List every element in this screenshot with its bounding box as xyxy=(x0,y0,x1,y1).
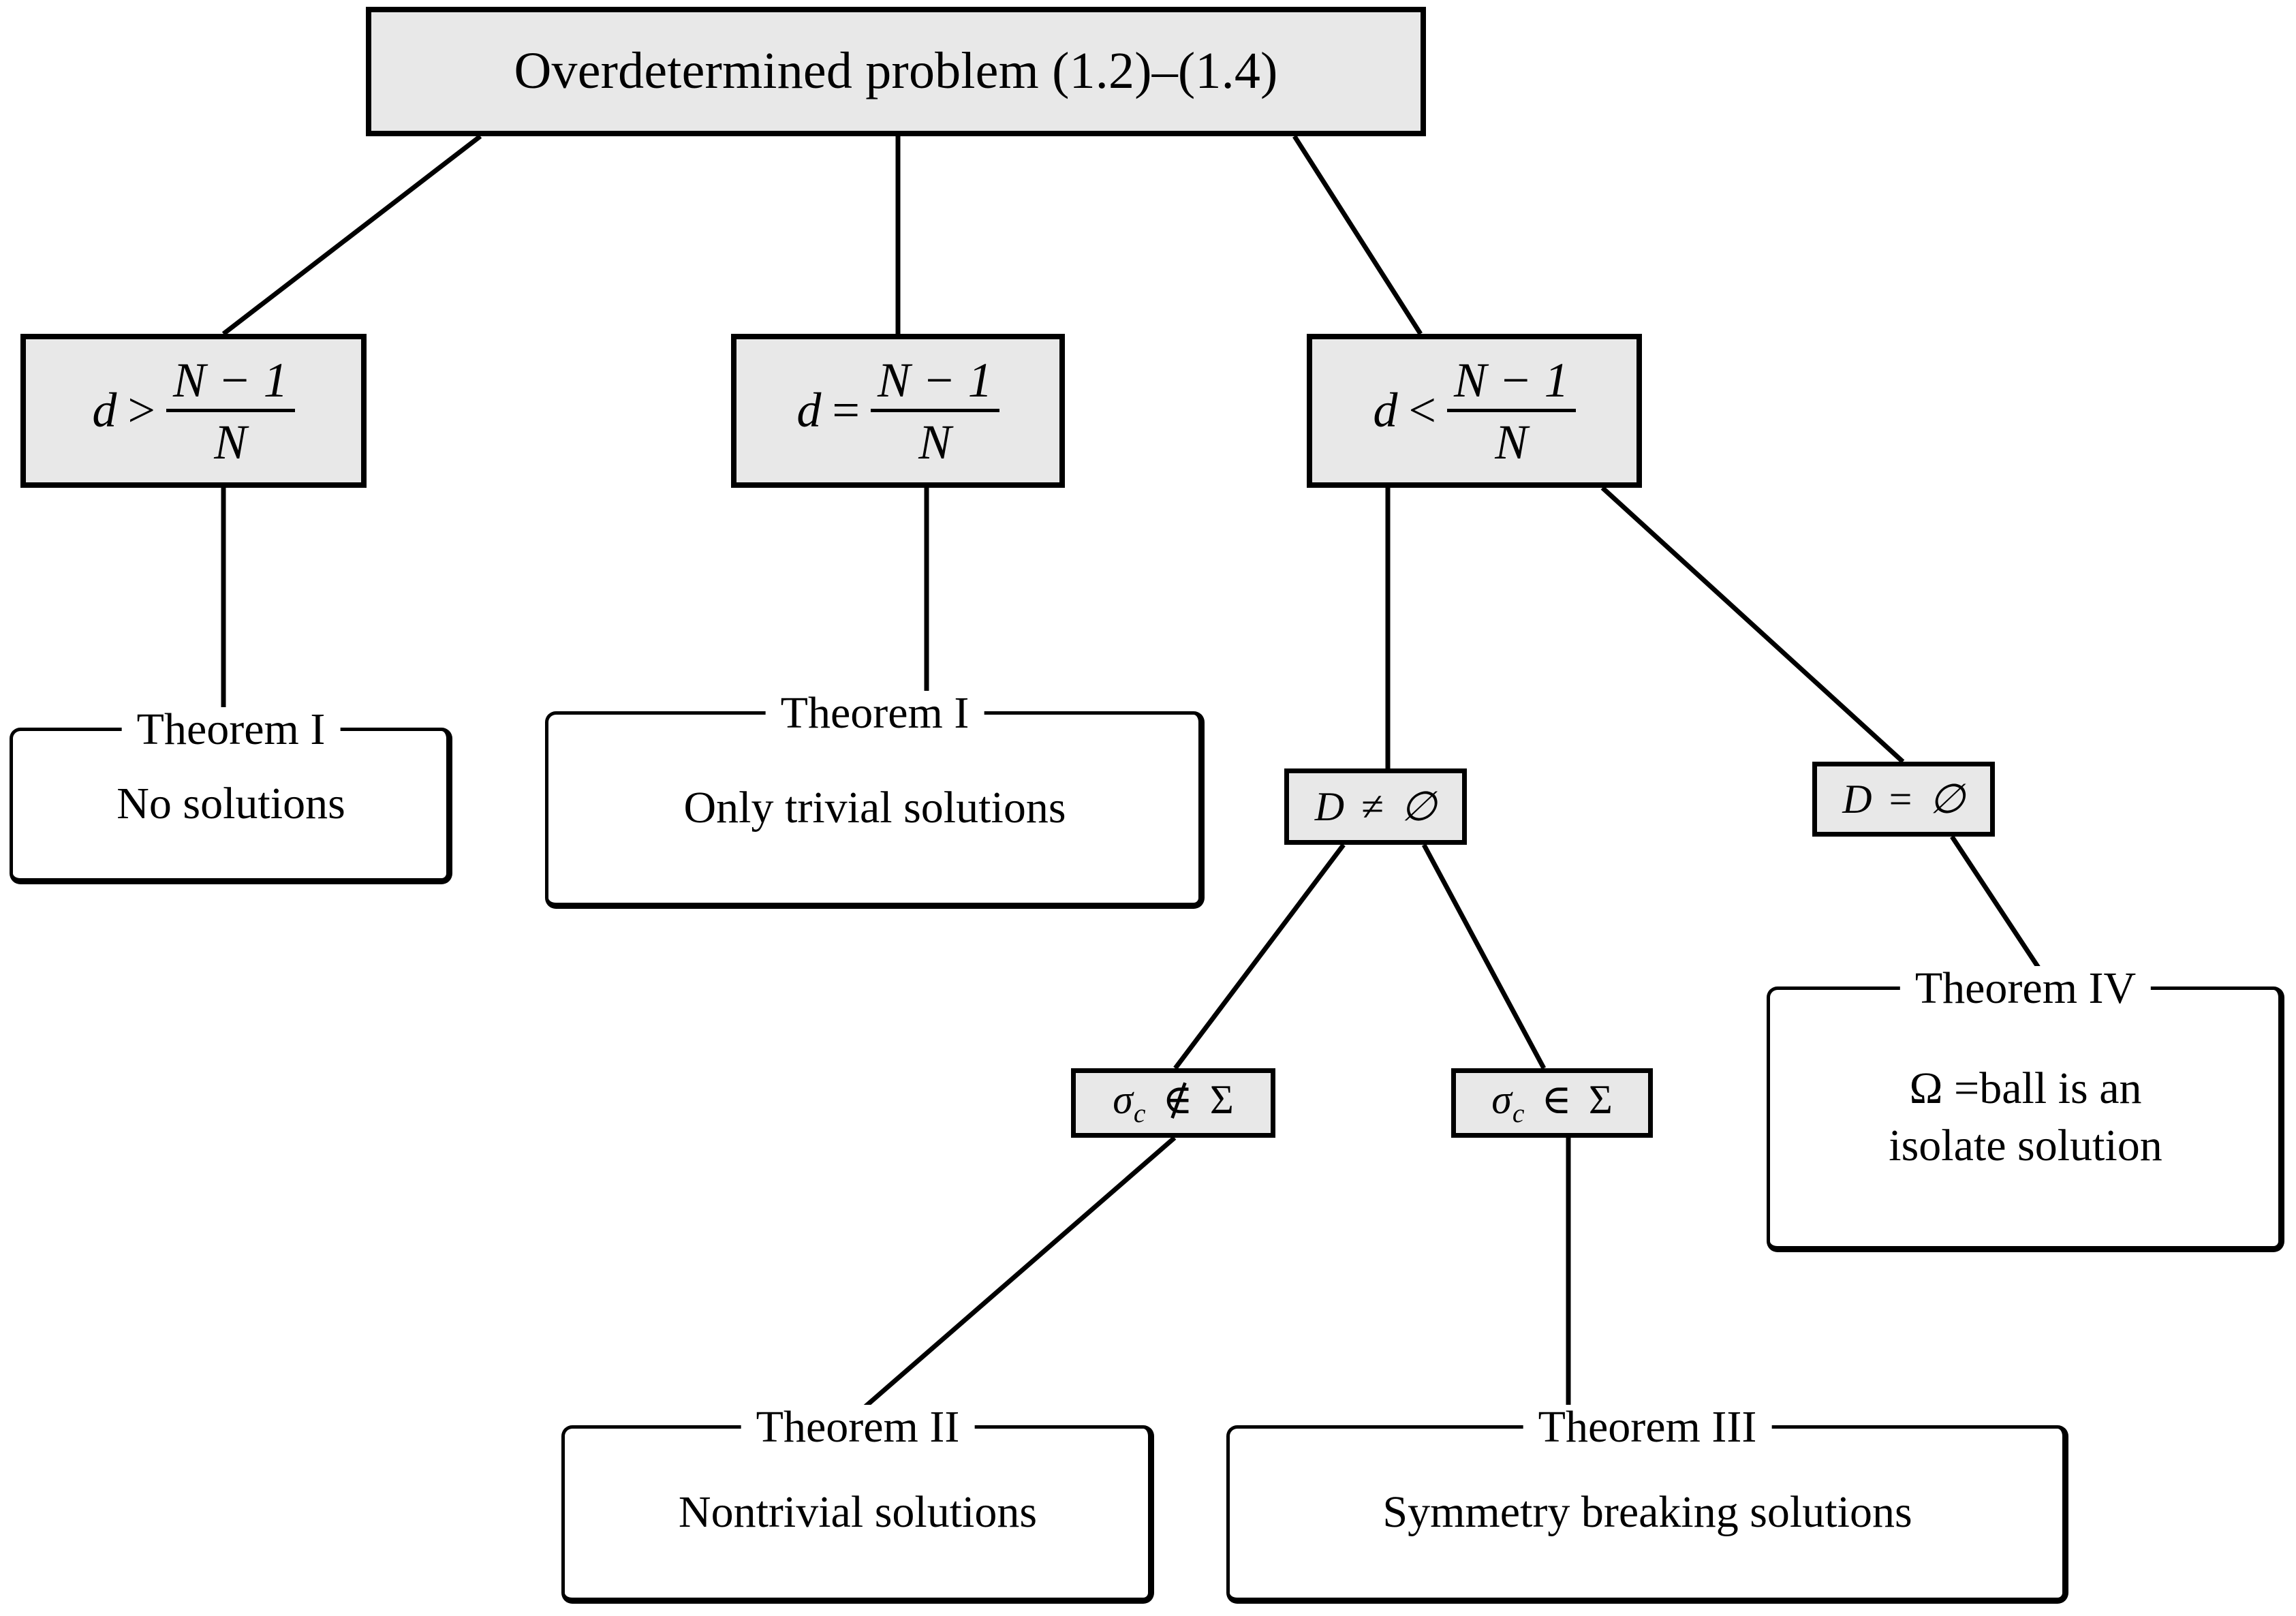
node-thm-2[interactable]: Theorem II Nontrivial solutions xyxy=(561,1405,1154,1604)
sigma-in-relation: ∈ xyxy=(1541,1076,1572,1122)
cond-gt-expression: d > N − 1 N xyxy=(92,356,295,467)
cond-eq-relation: = xyxy=(832,383,860,438)
node-sigma-notin[interactable]: σc ∉ Σ xyxy=(1071,1068,1275,1138)
edge-root-to-cond-lt xyxy=(1292,135,1423,335)
thm-3-frame xyxy=(1226,1425,2068,1604)
sigma-notin-base: σ xyxy=(1113,1076,1133,1122)
node-thm-3[interactable]: Theorem III Symmetry breaking solutions xyxy=(1226,1405,2068,1604)
node-thm-4[interactable]: Theorem IV Ω =ball is an isolate solutio… xyxy=(1767,966,2284,1252)
d-empty-symbol: D xyxy=(1842,776,1872,822)
cond-lt-fraction: N − 1 N xyxy=(1447,356,1576,467)
cond-eq-numerator: N − 1 xyxy=(871,356,999,412)
thm-3-body: Symmetry breaking solutions xyxy=(1226,1425,2068,1604)
cond-eq-denominator: N xyxy=(918,414,952,469)
node-thm-1a[interactable]: Theorem I No solutions xyxy=(10,707,452,884)
edge-cond-lt-to-d-empty xyxy=(1600,486,1905,764)
d-nonempty-relation: ≠ xyxy=(1361,783,1384,829)
sigma-in-base: σ xyxy=(1491,1076,1512,1122)
thm-1a-body: No solutions xyxy=(10,728,452,884)
cond-gt-denominator: N xyxy=(214,414,247,469)
thm-1b-frame xyxy=(545,711,1205,909)
d-nonempty-expression: D ≠ ∅ xyxy=(1314,783,1437,829)
node-thm-1b[interactable]: Theorem I Only trivial solutions xyxy=(545,691,1205,909)
sigma-in-expression: σc ∈ Σ xyxy=(1491,1078,1613,1128)
thm-1b-body: Only trivial solutions xyxy=(545,711,1205,909)
cond-gt-numerator: N − 1 xyxy=(166,356,295,412)
thm-4-title: Theorem IV xyxy=(1899,966,2152,1011)
node-d-empty[interactable]: D = ∅ xyxy=(1812,762,1995,837)
edge-root-to-cond-gt xyxy=(221,134,482,336)
thm-1a-frame xyxy=(10,728,452,884)
node-root-label: Overdetermined problem (1.2)–(1.4) xyxy=(514,42,1278,100)
sigma-notin-rhs: Σ xyxy=(1209,1076,1234,1122)
sigma-notin-subscript: c xyxy=(1133,1098,1146,1128)
thm-4-line-2: isolate solution xyxy=(1889,1121,2162,1170)
thm-2-frame xyxy=(561,1425,1154,1604)
node-cond-gt[interactable]: d > N − 1 N xyxy=(20,334,367,488)
d-empty-relation: = xyxy=(1889,776,1912,822)
cond-lt-lhs: d xyxy=(1373,383,1398,438)
cond-lt-denominator: N xyxy=(1495,414,1528,469)
thm-4-body: Ω =ball is an isolate solution xyxy=(1767,986,2284,1252)
thm-4-frame xyxy=(1767,986,2284,1252)
cond-eq-fraction: N − 1 N xyxy=(871,356,999,467)
cond-gt-lhs: d xyxy=(92,383,117,438)
thm-3-title: Theorem III xyxy=(1523,1405,1772,1450)
thm-1a-title: Theorem I xyxy=(121,707,341,752)
thm-2-title: Theorem II xyxy=(741,1405,975,1450)
sigma-notin-relation: ∉ xyxy=(1162,1076,1193,1122)
thm-1a-line-1: No solutions xyxy=(117,778,345,828)
cond-gt-relation: > xyxy=(127,383,155,438)
cond-lt-relation: < xyxy=(1408,383,1436,438)
thm-2-body: Nontrivial solutions xyxy=(561,1425,1154,1604)
sigma-in-rhs: Σ xyxy=(1588,1076,1613,1122)
thm-3-line-1: Symmetry breaking solutions xyxy=(1382,1487,1912,1537)
cond-eq-lhs: d xyxy=(796,383,822,438)
edge-sigma-notin-to-thm-2 xyxy=(839,1136,1177,1429)
sigma-in-subscript: c xyxy=(1512,1098,1525,1128)
node-cond-eq[interactable]: d = N − 1 N xyxy=(731,334,1065,488)
node-cond-lt[interactable]: d < N − 1 N xyxy=(1307,334,1642,488)
cond-eq-expression: d = N − 1 N xyxy=(796,356,999,467)
edge-d-nonempty-to-sigma-in xyxy=(1421,843,1547,1070)
node-sigma-in[interactable]: σc ∈ Σ xyxy=(1451,1068,1653,1138)
thm-4-line-1: Ω =ball is an xyxy=(1909,1063,2142,1113)
node-root[interactable]: Overdetermined problem (1.2)–(1.4) xyxy=(366,7,1426,136)
cond-gt-fraction: N − 1 N xyxy=(166,356,295,467)
empty-set-icon: ∅ xyxy=(1929,776,1965,822)
d-empty-expression: D = ∅ xyxy=(1842,776,1965,822)
thm-2-line-1: Nontrivial solutions xyxy=(678,1487,1038,1537)
thm-1b-title: Theorem I xyxy=(765,691,984,736)
cond-lt-numerator: N − 1 xyxy=(1447,356,1576,412)
empty-set-icon: ∅ xyxy=(1401,783,1437,829)
cond-lt-expression: d < N − 1 N xyxy=(1373,356,1576,467)
thm-1b-line-1: Only trivial solutions xyxy=(683,782,1066,833)
node-d-nonempty[interactable]: D ≠ ∅ xyxy=(1284,768,1467,845)
sigma-notin-expression: σc ∉ Σ xyxy=(1113,1078,1234,1128)
d-nonempty-symbol: D xyxy=(1314,783,1345,829)
